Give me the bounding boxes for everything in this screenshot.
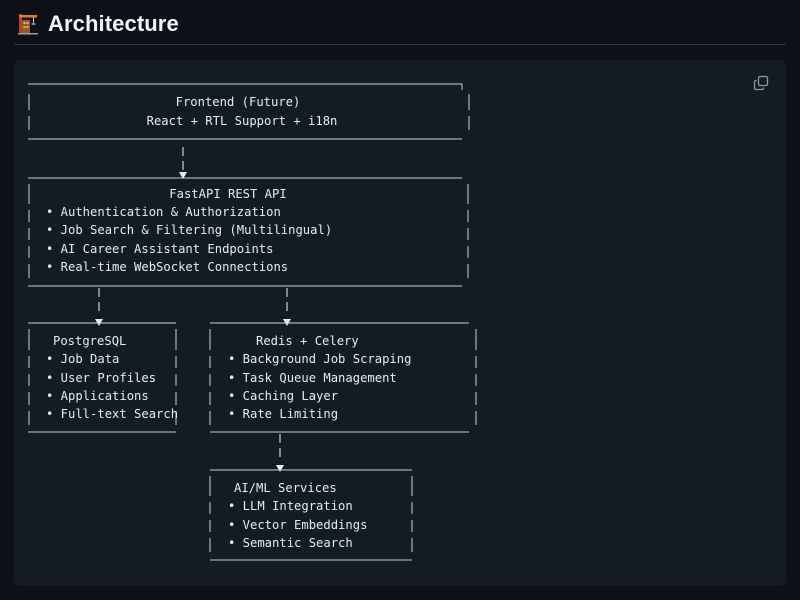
postgres-item: • Full-text Search — [46, 407, 178, 421]
redis-box: Redis + Celery • Background Job Scraping… — [209, 322, 477, 433]
aiml-item: • LLM Integration — [228, 499, 353, 513]
redis-title: Redis + Celery — [256, 334, 359, 348]
connector-frontend-api — [179, 147, 187, 179]
arrowhead — [276, 465, 284, 472]
postgres-box: PostgreSQL • Job Data • User Profiles • … — [28, 322, 178, 433]
api-title: FastAPI REST API — [169, 187, 286, 201]
redis-item: • Rate Limiting — [228, 407, 338, 421]
heading-divider — [14, 44, 786, 45]
postgres-item: • Job Data — [46, 352, 119, 366]
api-item: • AI Career Assistant Endpoints — [46, 242, 273, 256]
aiml-title: AI/ML Services — [234, 481, 337, 495]
code-block: Frontend (Future) React + RTL Support + … — [14, 60, 786, 586]
redis-item: • Background Job Scraping — [228, 352, 411, 366]
aiml-item: • Vector Embeddings — [228, 518, 367, 532]
aiml-item: • Semantic Search — [228, 536, 353, 550]
api-box: FastAPI REST API • Authentication & Auth… — [28, 177, 469, 287]
connector-api-postgres — [95, 288, 103, 326]
postgres-item: • User Profiles — [46, 371, 156, 385]
api-item: • Authentication & Authorization — [46, 205, 281, 219]
api-item: • Job Search & Filtering (Multilingual) — [46, 223, 332, 237]
frontend-subtitle: React + RTL Support + i18n — [147, 114, 338, 128]
aiml-box: AI/ML Services • LLM Integration • Vecto… — [209, 469, 413, 561]
api-item: • Real-time WebSocket Connections — [46, 260, 288, 274]
section-heading: Architecture — [16, 8, 179, 40]
redis-item: • Caching Layer — [228, 389, 338, 403]
postgres-title: PostgreSQL — [53, 334, 126, 348]
connector-api-redis — [283, 288, 291, 326]
postgres-item: • Applications — [46, 389, 149, 403]
frontend-box: Frontend (Future) React + RTL Support + … — [28, 83, 470, 140]
copy-icon — [753, 75, 769, 91]
building-construction-icon — [16, 12, 40, 36]
architecture-diagram: Frontend (Future) React + RTL Support + … — [28, 83, 477, 561]
page-title: Architecture — [48, 11, 179, 36]
copy-button[interactable] — [748, 70, 774, 96]
arrowhead — [179, 172, 187, 179]
redis-item: • Task Queue Management — [228, 371, 397, 385]
connector-redis-aiml — [276, 434, 284, 472]
frontend-title: Frontend (Future) — [176, 95, 301, 109]
